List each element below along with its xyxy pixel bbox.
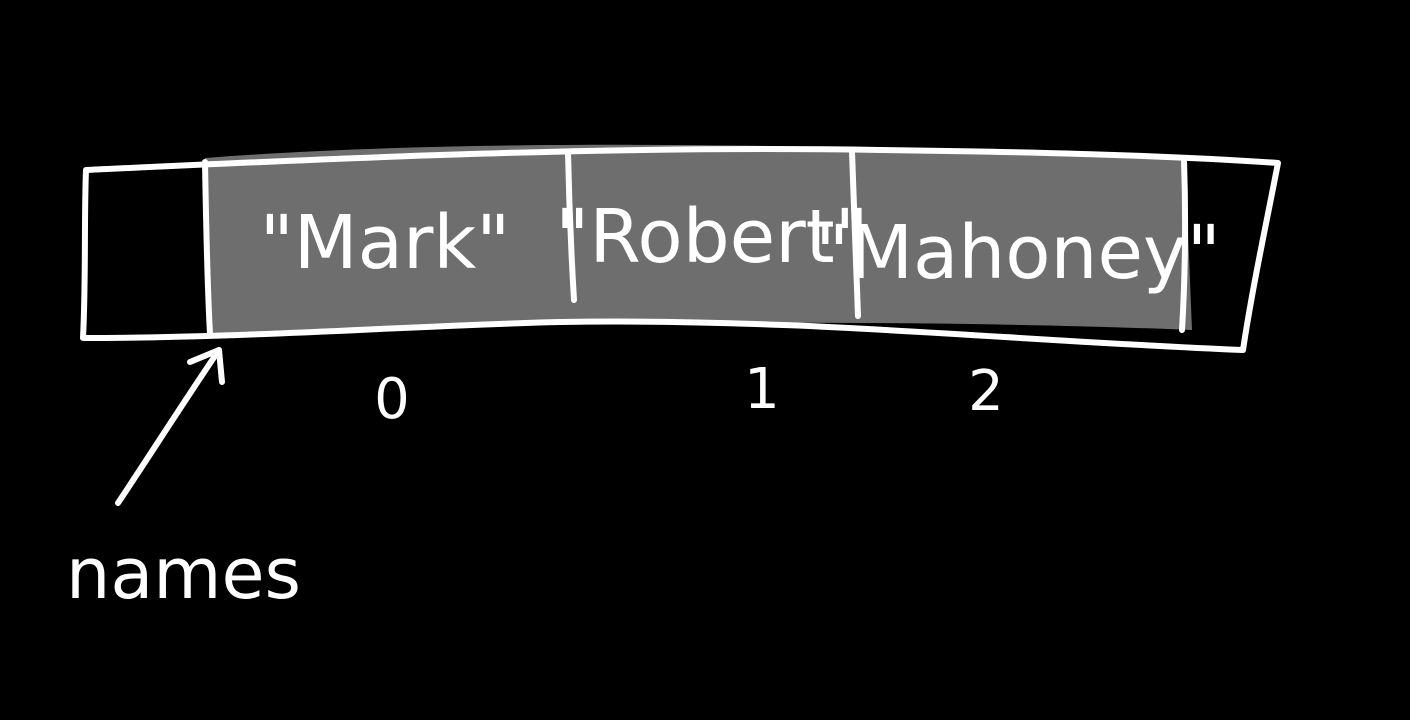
filled-cells-shading bbox=[205, 144, 1192, 334]
cell-value-1: "Robert" bbox=[555, 194, 868, 280]
index-label-1: 1 bbox=[744, 357, 780, 422]
index-label-2: 2 bbox=[968, 359, 1004, 424]
index-label-0: 0 bbox=[374, 367, 410, 432]
pointer-arrow bbox=[115, 347, 222, 506]
cell-divider-end bbox=[1179, 157, 1189, 333]
cell-value-2: "Mahoney" bbox=[815, 210, 1221, 296]
array-outer-box bbox=[80, 146, 1281, 353]
cell-value-0: "Mark" bbox=[260, 200, 511, 286]
cell-divider-start bbox=[202, 159, 213, 337]
cell-divider-0-1 bbox=[565, 149, 577, 303]
variable-name-label: names bbox=[66, 533, 301, 615]
pointer-arrowhead bbox=[187, 347, 225, 385]
cell-divider-1-2 bbox=[849, 149, 861, 319]
